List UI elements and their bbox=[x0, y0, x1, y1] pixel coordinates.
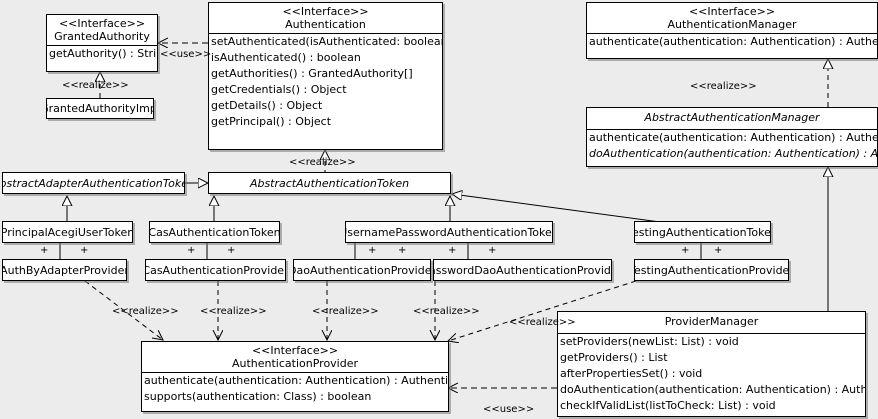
class-name: AuthByAdapterProvider bbox=[2, 263, 127, 277]
class-cas-authentication-provider[interactable]: CasAuthenticationProvider bbox=[145, 259, 286, 281]
edge-label-realize-auth-by-adapter-provider: <<realize>> bbox=[112, 306, 179, 317]
class-abstract-adapter-authentication-token[interactable]: AbstractAdapterAuthenticationToken bbox=[2, 172, 185, 194]
divider bbox=[142, 372, 448, 373]
divider bbox=[47, 45, 157, 46]
class-dao-authentication-provider[interactable]: DaoAuthenticationProvider bbox=[293, 259, 431, 281]
member-list: authenticate(authentication: Authenticat… bbox=[142, 373, 448, 405]
member-item: getAuthority() : String bbox=[49, 47, 158, 60]
class-testing-authentication-token[interactable]: TestingAuthenticationToken bbox=[634, 221, 771, 243]
class-name: AuthenticationProvider bbox=[231, 357, 359, 370]
class-name: PasswordDaoAuthenticationProvider bbox=[433, 263, 611, 277]
edge-label-realize-abstract-authentication-token: <<realize>> bbox=[289, 157, 356, 168]
divider bbox=[558, 333, 865, 334]
edge-label-realize-testing-authentication-provider: <<realize>> bbox=[509, 317, 576, 328]
aggregation-marker: + bbox=[714, 245, 723, 256]
class-name: AbstractAuthenticationToken bbox=[249, 176, 410, 190]
edge-label-realize-abstract-authentication-manager: <<realize>> bbox=[690, 81, 757, 92]
aggregation-marker: + bbox=[368, 245, 377, 256]
member-item: afterPropertiesSet() : void bbox=[560, 367, 703, 380]
divider bbox=[587, 129, 877, 130]
class-provider-manager[interactable]: ProviderManager setProviders(newList: Li… bbox=[557, 311, 866, 417]
member-item: setProviders(newList: List) : void bbox=[560, 335, 739, 348]
class-name: AbstractAdapterAuthenticationToken bbox=[2, 176, 185, 190]
class-name: PrincipalAcegiUserToken bbox=[2, 225, 133, 239]
class-granted-authority-impl[interactable]: GrantedAuthorityImpl bbox=[46, 98, 154, 119]
class-name: CasAuthenticationToken bbox=[149, 225, 280, 239]
class-username-password-authentication-token[interactable]: UsernamePasswordAuthenticationToken bbox=[345, 221, 553, 243]
member-item: getDetails() : Object bbox=[211, 99, 323, 112]
member-item: doAuthentication(authentication: Authent… bbox=[589, 147, 878, 160]
member-item: getPrincipal() : Object bbox=[211, 115, 332, 128]
edge-label-realize-cas-authentication-provider: <<realize>> bbox=[200, 306, 267, 317]
member-item: getAuthorities() : GrantedAuthority[] bbox=[211, 67, 413, 80]
stereotype-label: <<Interface>> bbox=[282, 5, 369, 18]
member-item: doAuthentication(authentication: Authent… bbox=[560, 383, 865, 396]
class-authentication[interactable]: <<Interface>> Authentication setAuthenti… bbox=[208, 2, 443, 150]
class-name: AbstractAuthenticationManager bbox=[644, 111, 820, 124]
member-item: authenticate(authentication: Authenticat… bbox=[589, 131, 878, 144]
member-item: isAuthenticated() : boolean bbox=[211, 51, 361, 64]
class-name: AuthenticationManager bbox=[667, 18, 797, 31]
edge-label-realize-dao-authentication-provider: <<realize>> bbox=[312, 306, 379, 317]
edge-label-use-granted-authority: <<use>> bbox=[160, 49, 212, 60]
stereotype-label: <<Interface>> bbox=[58, 17, 146, 30]
aggregation-marker: + bbox=[398, 245, 407, 256]
class-principal-acegi-user-token[interactable]: PrincipalAcegiUserToken bbox=[2, 221, 133, 243]
class-authentication-provider[interactable]: <<Interface>> AuthenticationProvider aut… bbox=[141, 341, 449, 412]
divider bbox=[587, 33, 877, 34]
member-item: getProviders() : List bbox=[560, 351, 668, 364]
member-item: setAuthenticated(isAuthenticated: boolea… bbox=[211, 35, 442, 48]
class-name: DaoAuthenticationProvider bbox=[293, 263, 431, 277]
class-name: UsernamePasswordAuthenticationToken bbox=[345, 225, 553, 239]
class-header: <<Interface>> GrantedAuthority bbox=[47, 15, 157, 45]
aggregation-marker: + bbox=[681, 245, 690, 256]
class-header: ProviderManager bbox=[558, 312, 865, 330]
member-list: setProviders(newList: List) : void getPr… bbox=[558, 334, 865, 414]
edge-label-use-provider-manager: <<use>> bbox=[483, 404, 535, 415]
class-name: TestingAuthenticationToken bbox=[634, 225, 771, 239]
class-authentication-manager[interactable]: <<Interface>> AuthenticationManager auth… bbox=[586, 2, 878, 59]
class-name: TestingAuthenticationProvider bbox=[634, 263, 789, 277]
class-abstract-authentication-manager[interactable]: AbstractAuthenticationManager authentica… bbox=[586, 107, 878, 167]
class-name: GrantedAuthorityImpl bbox=[46, 102, 154, 115]
aggregation-marker: + bbox=[40, 245, 49, 256]
member-list: getAuthority() : String bbox=[47, 46, 157, 62]
member-item: getCredentials() : Object bbox=[211, 83, 347, 96]
class-name: GrantedAuthority bbox=[54, 30, 150, 43]
aggregation-marker: + bbox=[187, 245, 196, 256]
stereotype-label: <<Interface>> bbox=[251, 344, 339, 357]
class-header: <<Interface>> Authentication bbox=[209, 3, 442, 33]
stereotype-label: <<Interface>> bbox=[688, 5, 776, 18]
class-name: CasAuthenticationProvider bbox=[145, 263, 286, 277]
class-auth-by-adapter-provider[interactable]: AuthByAdapterProvider bbox=[2, 259, 127, 281]
edge-label-realize-password-dao-authentication-provider: <<realize>> bbox=[413, 306, 480, 317]
class-header: <<Interface>> AuthenticationManager bbox=[587, 3, 877, 33]
aggregation-marker: + bbox=[227, 245, 236, 256]
class-name: Authentication bbox=[285, 18, 366, 31]
class-cas-authentication-token[interactable]: CasAuthenticationToken bbox=[149, 221, 280, 243]
member-item: authenticate(authentication: Authenticat… bbox=[144, 374, 449, 387]
edge-label-realize-granted-authority-impl: <<realize>> bbox=[62, 80, 129, 91]
class-name: ProviderManager bbox=[664, 315, 759, 328]
class-granted-authority[interactable]: <<Interface>> GrantedAuthority getAuthor… bbox=[46, 14, 158, 72]
class-header: <<Interface>> AuthenticationProvider bbox=[142, 342, 448, 372]
divider bbox=[209, 33, 442, 34]
class-header: AbstractAuthenticationManager bbox=[587, 108, 877, 126]
aggregation-marker: + bbox=[488, 245, 497, 256]
class-abstract-authentication-token[interactable]: AbstractAuthenticationToken bbox=[208, 172, 451, 194]
class-password-dao-authentication-provider[interactable]: PasswordDaoAuthenticationProvider bbox=[433, 259, 612, 281]
member-list: authenticate(authentication: Authenticat… bbox=[587, 34, 877, 50]
member-item: supports(authentication: Class) : boolea… bbox=[144, 390, 372, 403]
member-item: checkIfValidList(listToCheck: List) : vo… bbox=[560, 399, 776, 412]
member-list: authenticate(authentication: Authenticat… bbox=[587, 130, 877, 162]
member-item: authenticate(authentication: Authenticat… bbox=[589, 35, 878, 48]
member-list: setAuthenticated(isAuthenticated: boolea… bbox=[209, 34, 442, 130]
aggregation-marker: + bbox=[80, 245, 89, 256]
aggregation-marker: + bbox=[448, 245, 457, 256]
class-testing-authentication-provider[interactable]: TestingAuthenticationProvider bbox=[634, 259, 789, 281]
